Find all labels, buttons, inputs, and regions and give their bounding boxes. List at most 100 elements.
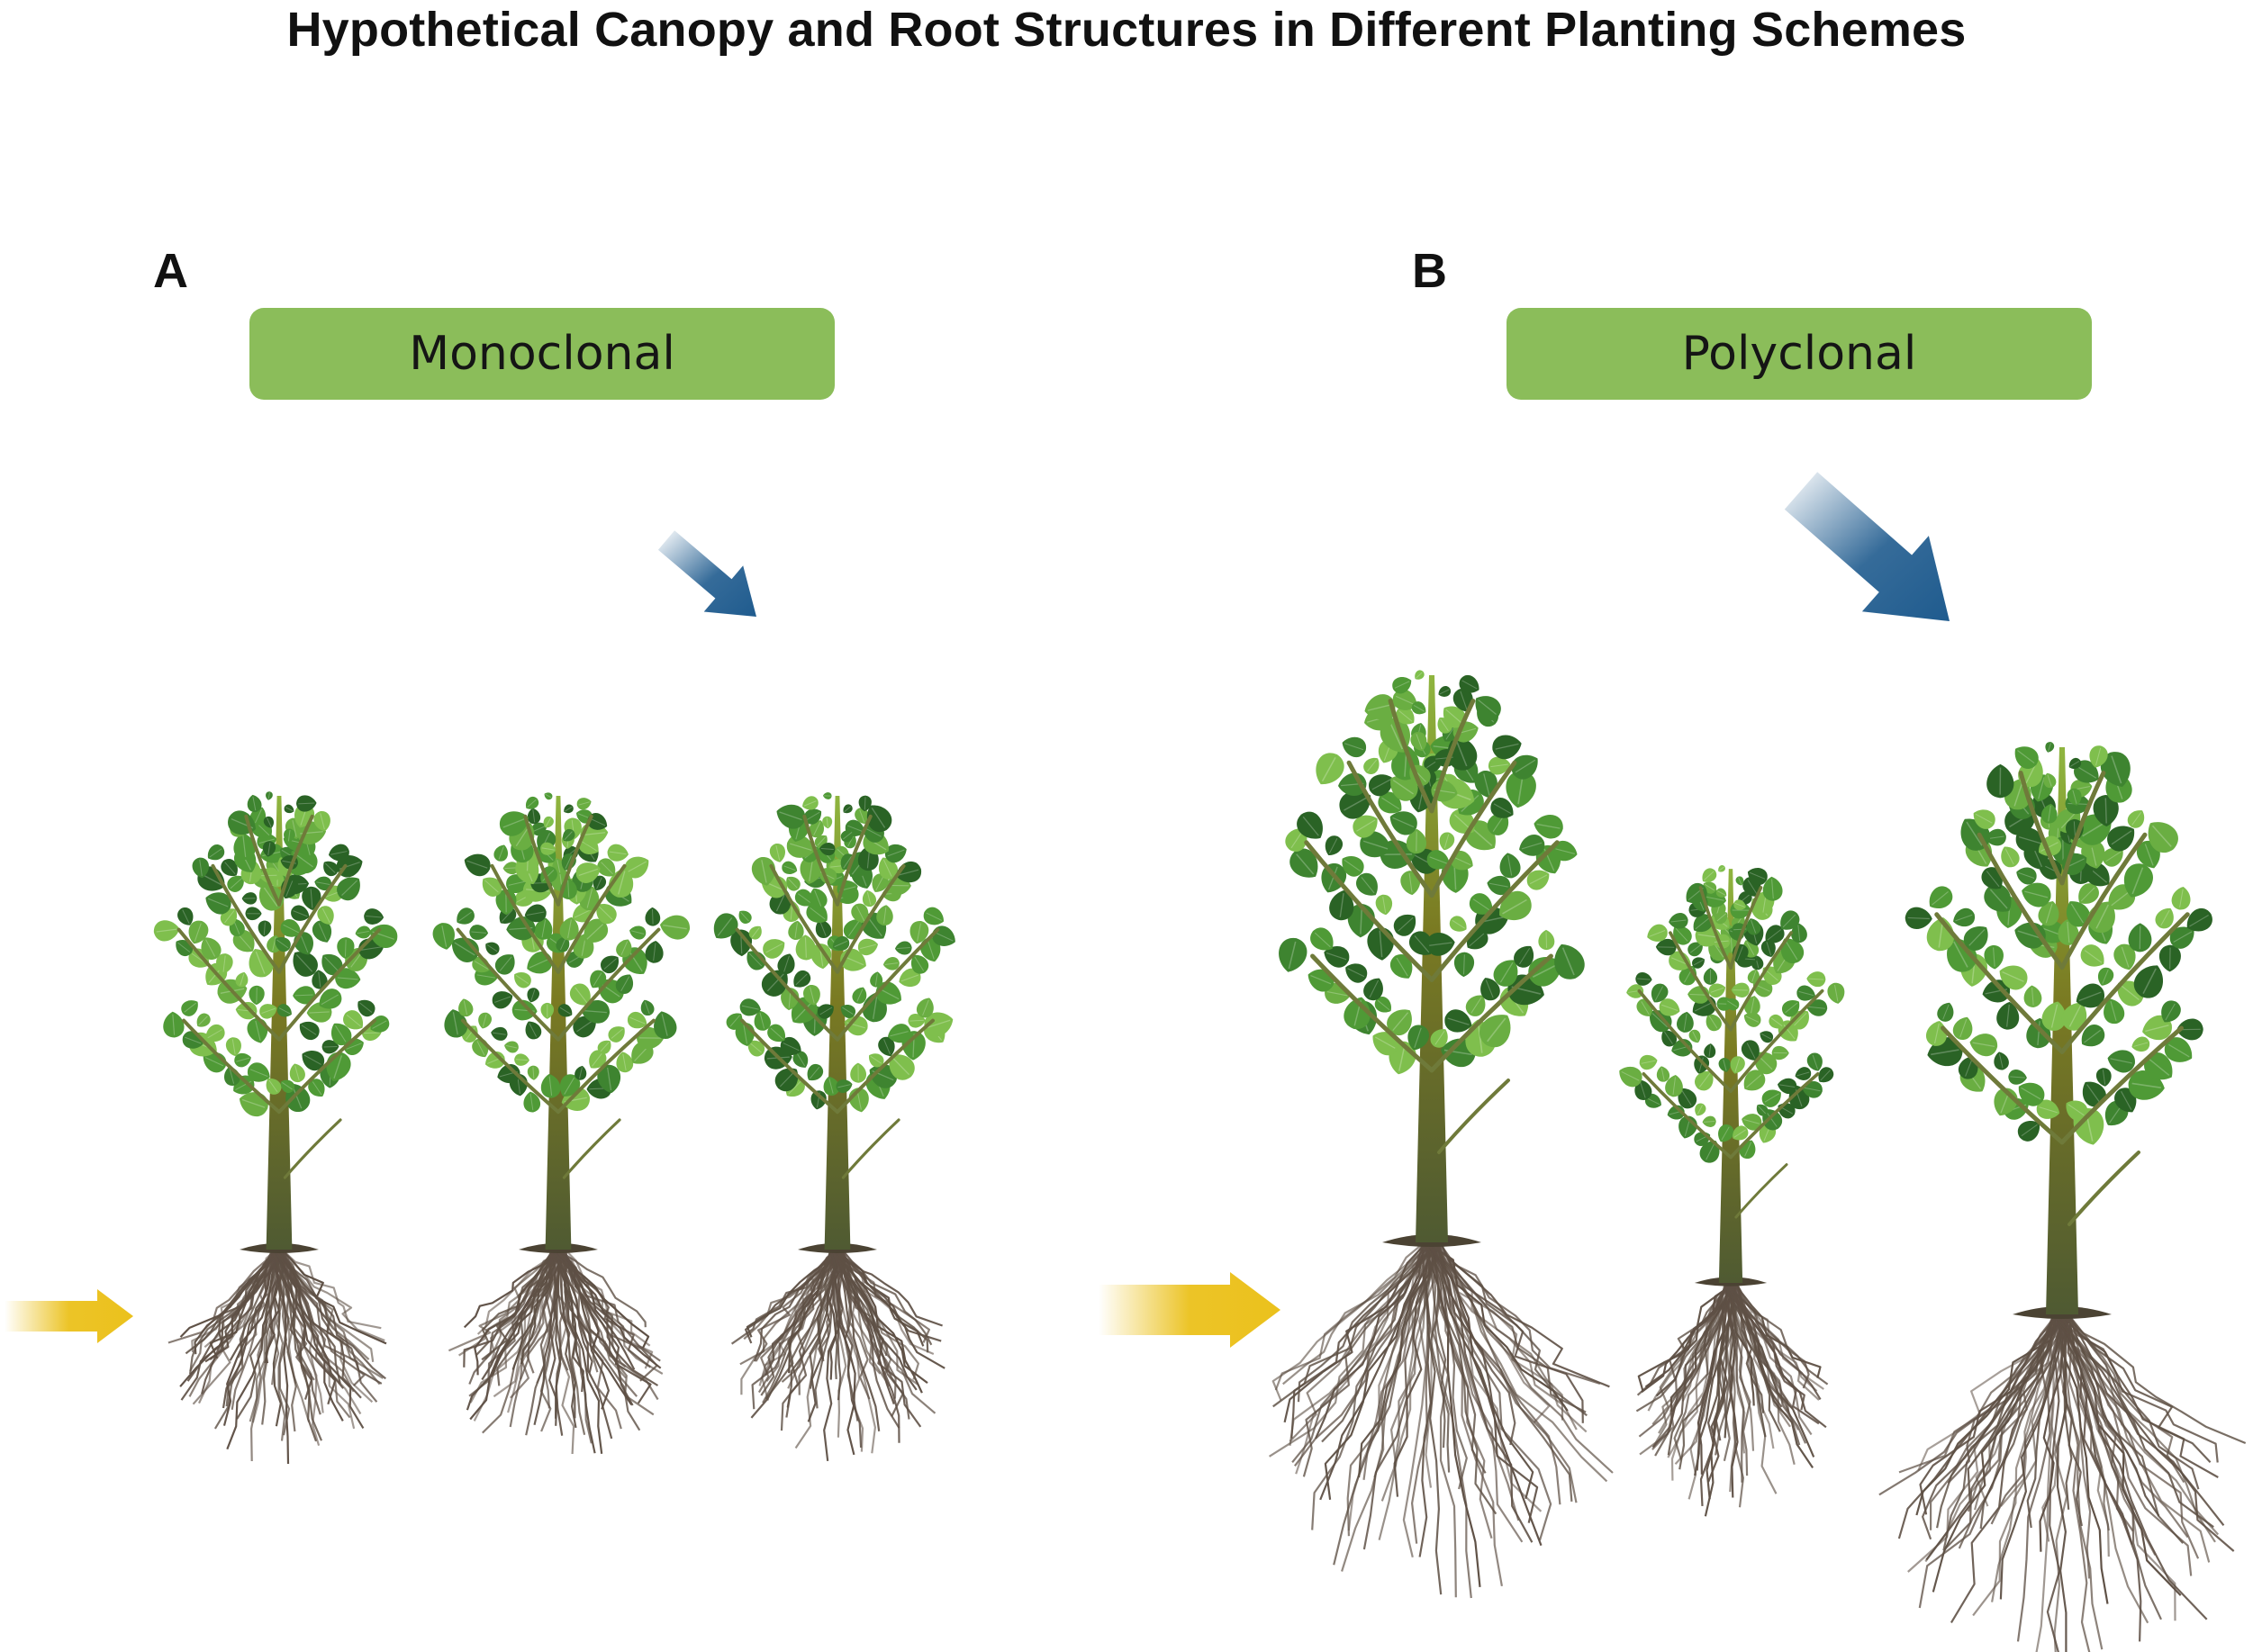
leaf <box>1665 1075 1683 1097</box>
leaf-vein <box>1782 914 1796 928</box>
leaf <box>627 1011 647 1029</box>
leaf-vein <box>828 1078 834 1094</box>
leaf-vein <box>198 1016 208 1025</box>
leaf <box>502 862 519 875</box>
leaf-vein <box>2031 987 2034 1006</box>
leaf-vein <box>1392 1012 1409 1031</box>
leaf-vein <box>1414 935 1430 953</box>
leaf-vein <box>565 855 572 870</box>
leaf-vein <box>1717 890 1726 896</box>
leaf-vein <box>1938 920 1944 948</box>
leaf-vein <box>1529 874 1548 885</box>
leaf <box>1465 995 1486 1016</box>
root <box>1898 1313 2055 1474</box>
leaf-vein <box>581 841 597 852</box>
leaf-vein <box>476 974 495 979</box>
leaf-vein <box>798 893 812 904</box>
leaf <box>1538 929 1555 951</box>
leaf-vein <box>1452 919 1465 929</box>
leaf <box>524 904 547 923</box>
leaf <box>1490 798 1514 818</box>
leaf <box>527 988 539 1003</box>
leaf <box>774 1068 799 1092</box>
leaf <box>523 1091 540 1113</box>
leaf-vein <box>882 859 892 877</box>
leaf-vein <box>864 827 882 837</box>
leaf-vein <box>1706 896 1724 901</box>
leaf-vein <box>2017 750 2035 764</box>
leaf <box>314 876 332 891</box>
leaf <box>807 1064 824 1081</box>
leaf <box>769 844 785 862</box>
leaf <box>299 1021 320 1041</box>
leaf <box>2107 1050 2135 1073</box>
leaf <box>291 905 310 921</box>
leaf <box>1369 774 1393 797</box>
leaf-vein <box>603 958 617 970</box>
leaf-vein <box>1698 1057 1704 1072</box>
leaf-vein <box>1360 907 1363 934</box>
leaf <box>313 811 330 832</box>
branch <box>2068 1151 2140 1226</box>
leaf <box>815 919 832 939</box>
leaf <box>1818 1067 1834 1083</box>
leaf-vein <box>1536 823 1561 829</box>
root <box>820 1249 838 1362</box>
leaf-vein <box>293 910 308 917</box>
leaf <box>608 1026 625 1043</box>
leaf-vein <box>344 939 347 957</box>
leaf-vein <box>182 909 190 925</box>
leaf-vein <box>267 792 270 799</box>
leaf <box>1762 1109 1783 1131</box>
leaf-vein <box>1651 1013 1668 1028</box>
leaf-vein <box>586 924 604 940</box>
leaf <box>870 971 883 988</box>
root <box>832 1249 933 1346</box>
leaf <box>432 923 455 950</box>
leaf-vein <box>1993 947 1995 967</box>
root <box>2000 1313 2056 1507</box>
root <box>1430 1241 1457 1598</box>
branch <box>2059 771 2106 886</box>
root <box>1932 1313 2058 1593</box>
leaf <box>564 804 574 814</box>
leaf <box>1718 1124 1734 1142</box>
branch <box>176 927 281 1042</box>
leaf-vein <box>231 1039 236 1055</box>
root <box>1724 1282 1829 1386</box>
leaf <box>590 970 607 988</box>
leaf <box>1449 916 1467 932</box>
leaf <box>1733 899 1746 910</box>
leaf-vein <box>2077 766 2097 779</box>
leaf <box>1743 1070 1766 1091</box>
leaf <box>882 957 900 970</box>
leaf <box>1469 893 1493 915</box>
leaf <box>1984 944 2004 970</box>
leaf-vein <box>596 877 602 889</box>
root <box>556 1249 613 1440</box>
leaf <box>2096 1068 2112 1087</box>
root <box>559 1249 658 1382</box>
leaf <box>1789 1010 1809 1030</box>
leaf <box>343 1010 364 1030</box>
leaf <box>239 1092 268 1117</box>
leaf <box>2045 742 2055 753</box>
leaf-vein <box>864 797 866 810</box>
leaf-vein <box>321 994 339 1006</box>
leaf <box>1289 848 1318 878</box>
leaf <box>730 929 753 957</box>
leaf-vein <box>2048 743 2051 752</box>
root <box>277 1249 374 1404</box>
leaf-vein <box>463 1000 468 1016</box>
leaf <box>747 1040 765 1057</box>
branch <box>1429 760 1517 898</box>
leaf-vein <box>1804 1087 1821 1092</box>
leaf-vein <box>1683 1014 1687 1031</box>
leaf-vein <box>879 988 900 1000</box>
leaf <box>1310 927 1334 951</box>
leaf-vein <box>1470 826 1493 846</box>
branch <box>556 863 627 974</box>
leaf-vein <box>300 934 309 953</box>
leaf-vein <box>1746 1074 1762 1088</box>
leaf-vein <box>761 860 767 883</box>
